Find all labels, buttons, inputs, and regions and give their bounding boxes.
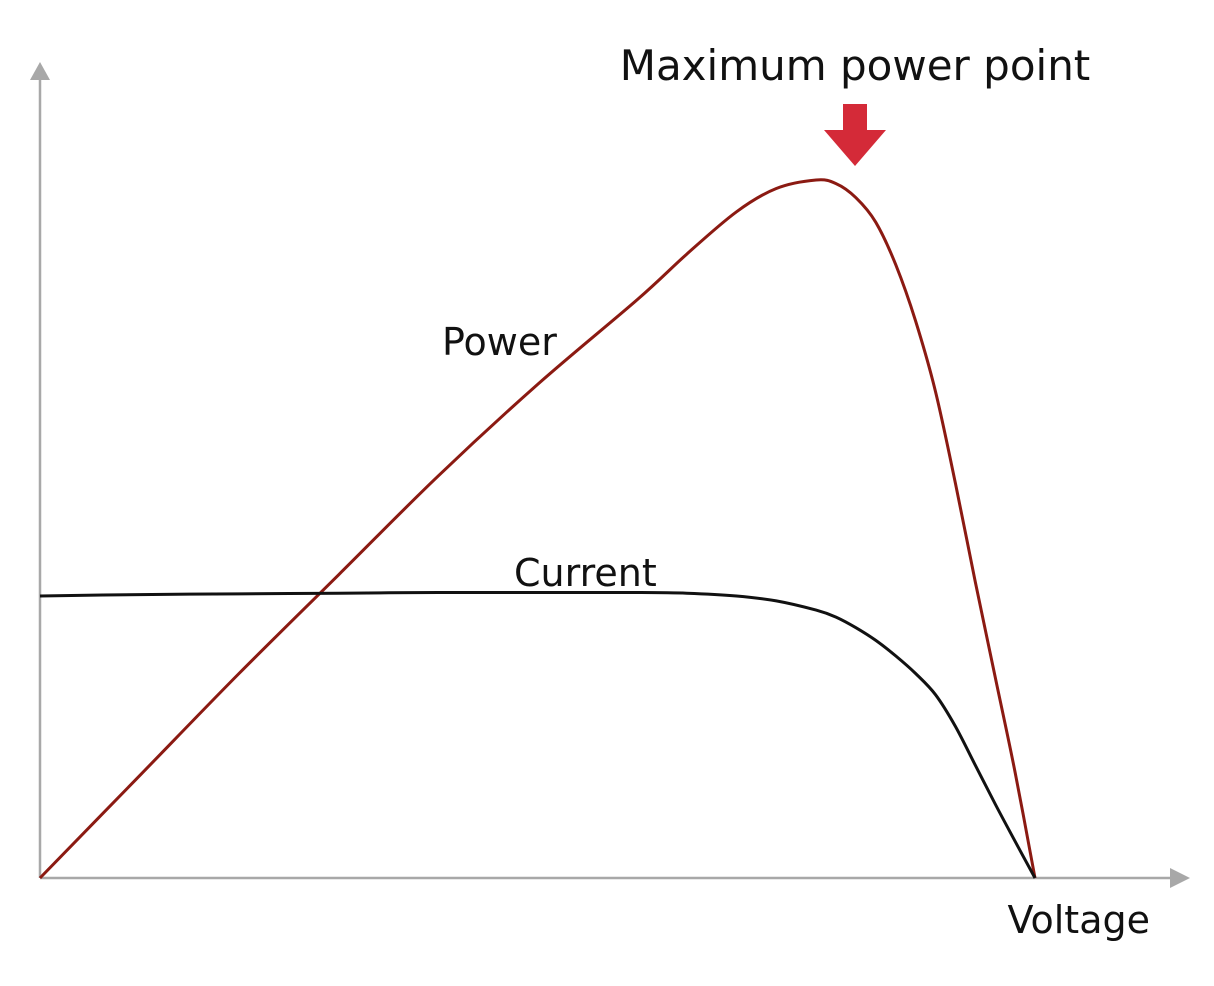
x-axis-arrowhead — [1170, 868, 1190, 888]
series-label-current: Current — [514, 551, 657, 595]
series-line-power — [38, 178, 1037, 880]
annotation-max-power-point: Maximum power point — [620, 41, 1091, 90]
x-axis-label: Voltage — [1007, 898, 1150, 942]
series-label-power: Power — [442, 320, 557, 364]
down-arrow-icon — [824, 104, 886, 166]
series-line-current — [39, 590, 1037, 879]
y-axis-arrowhead — [30, 62, 50, 80]
